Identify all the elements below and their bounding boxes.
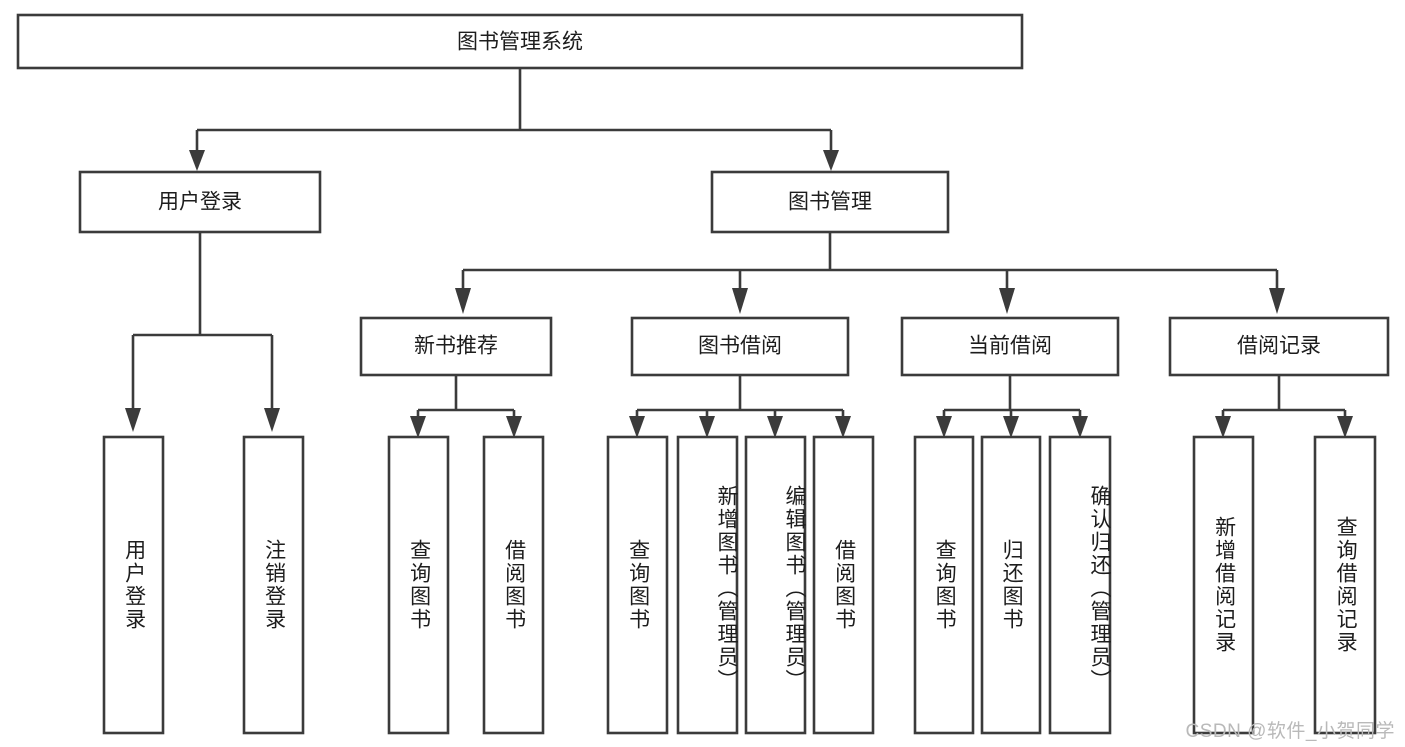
csdn-watermark: CSDN @软件_小贺同学 bbox=[1185, 721, 1395, 742]
arrowhead-bb-leaf3 bbox=[767, 416, 783, 438]
leaf-label-book-borrow-3: 编辑图书（管理员） bbox=[783, 484, 806, 692]
leaf-box-user-login-2[interactable] bbox=[242, 435, 305, 735]
leaf-label-borrow-record-1: 新增借阅记录 bbox=[1212, 516, 1236, 654]
leaf-box-book-borrow-1[interactable] bbox=[606, 435, 669, 735]
leaf-box-book-borrow-4[interactable] bbox=[812, 435, 875, 735]
leaf-box-user-login-1[interactable] bbox=[102, 435, 165, 735]
leaf-label-current-borrow-1: 查询图书 bbox=[933, 539, 957, 631]
arrowhead-borrow-record bbox=[1269, 288, 1285, 314]
node-root[interactable] bbox=[16, 13, 1024, 70]
arrowhead-book-borrow bbox=[732, 288, 748, 314]
connectors-book-mgmt-to-level3 bbox=[455, 232, 1285, 314]
leaf-label-book-borrow-1: 查询图书 bbox=[626, 539, 650, 631]
leaf-box-book-borrow-2[interactable] bbox=[676, 435, 739, 735]
leaf-box-current-borrow-1[interactable] bbox=[913, 435, 975, 735]
arrowhead-book-mgmt bbox=[823, 150, 839, 171]
node-book-borrow[interactable] bbox=[630, 316, 850, 377]
arrowhead-bb-leaf2 bbox=[699, 416, 715, 438]
node-user-login-label: 用户登录 bbox=[158, 191, 242, 214]
leaf-label-new-book-2: 借阅图书 bbox=[502, 539, 526, 631]
arrowhead-ul-leaf2 bbox=[264, 408, 280, 432]
arrowhead-bb-leaf1 bbox=[629, 416, 645, 438]
connectors-root-to-level2 bbox=[189, 68, 839, 171]
leaf-box-current-borrow-3[interactable] bbox=[1048, 435, 1112, 735]
connectors-book-borrow-to-leaves bbox=[629, 375, 851, 438]
node-borrow-record[interactable] bbox=[1168, 316, 1390, 377]
leaf-label-borrow-record-2: 查询借阅记录 bbox=[1334, 516, 1358, 654]
arrowhead-new-book bbox=[455, 288, 471, 314]
leaf-box-new-book-1[interactable] bbox=[387, 435, 450, 735]
node-book-management-label: 图书管理 bbox=[788, 191, 872, 214]
arrowhead-ul-leaf1 bbox=[125, 408, 141, 432]
node-borrow-record-label: 借阅记录 bbox=[1237, 335, 1321, 358]
arrowhead-br-leaf1 bbox=[1215, 416, 1231, 438]
leaf-label-current-borrow-2: 归还图书 bbox=[1000, 539, 1024, 631]
arrowhead-current-borrow bbox=[999, 288, 1015, 314]
node-root-label: 图书管理系统 bbox=[457, 31, 583, 54]
connectors-borrow-record-to-leaves bbox=[1215, 375, 1353, 438]
leaf-box-borrow-record-1[interactable] bbox=[1192, 435, 1255, 735]
arrowhead-cb-leaf1 bbox=[936, 416, 952, 438]
node-new-book-recommend-label: 新书推荐 bbox=[414, 335, 498, 358]
node-current-borrow-label: 当前借阅 bbox=[968, 335, 1052, 358]
node-book-borrow-label: 图书借阅 bbox=[698, 335, 782, 358]
leaf-label-new-book-1: 查询图书 bbox=[407, 539, 431, 631]
connectors-current-borrow-to-leaves bbox=[936, 375, 1088, 438]
leaf-box-borrow-record-2[interactable] bbox=[1313, 435, 1377, 735]
node-new-book-recommend[interactable] bbox=[359, 316, 553, 377]
arrowhead-nb-leaf2 bbox=[506, 416, 522, 438]
leaf-box-current-borrow-2[interactable] bbox=[980, 435, 1042, 735]
arrowhead-br-leaf2 bbox=[1337, 416, 1353, 438]
arrowhead-cb-leaf2 bbox=[1003, 416, 1019, 438]
node-current-borrow[interactable] bbox=[900, 316, 1120, 377]
connectors-user-login-to-leaves bbox=[125, 232, 280, 432]
arrowhead-bb-leaf4 bbox=[835, 416, 851, 438]
leaf-label-current-borrow-3: 确认归还（管理员） bbox=[1088, 484, 1111, 692]
leaf-label-user-login-2: 注销登录 bbox=[262, 539, 286, 631]
leaf-box-new-book-2[interactable] bbox=[482, 435, 545, 735]
arrowhead-user-login bbox=[189, 150, 205, 171]
node-user-login[interactable] bbox=[78, 170, 322, 234]
leaf-label-user-login-1: 用户登录 bbox=[122, 539, 146, 631]
arrowhead-cb-leaf3 bbox=[1072, 416, 1088, 438]
node-book-management[interactable] bbox=[710, 170, 950, 234]
leaf-label-book-borrow-4: 借阅图书 bbox=[832, 539, 856, 631]
arrowhead-nb-leaf1 bbox=[410, 416, 426, 438]
connectors-new-book-to-leaves bbox=[410, 375, 522, 438]
leaf-label-book-borrow-2: 新增图书（管理员） bbox=[715, 484, 738, 692]
leaf-box-book-borrow-3[interactable] bbox=[744, 435, 807, 735]
